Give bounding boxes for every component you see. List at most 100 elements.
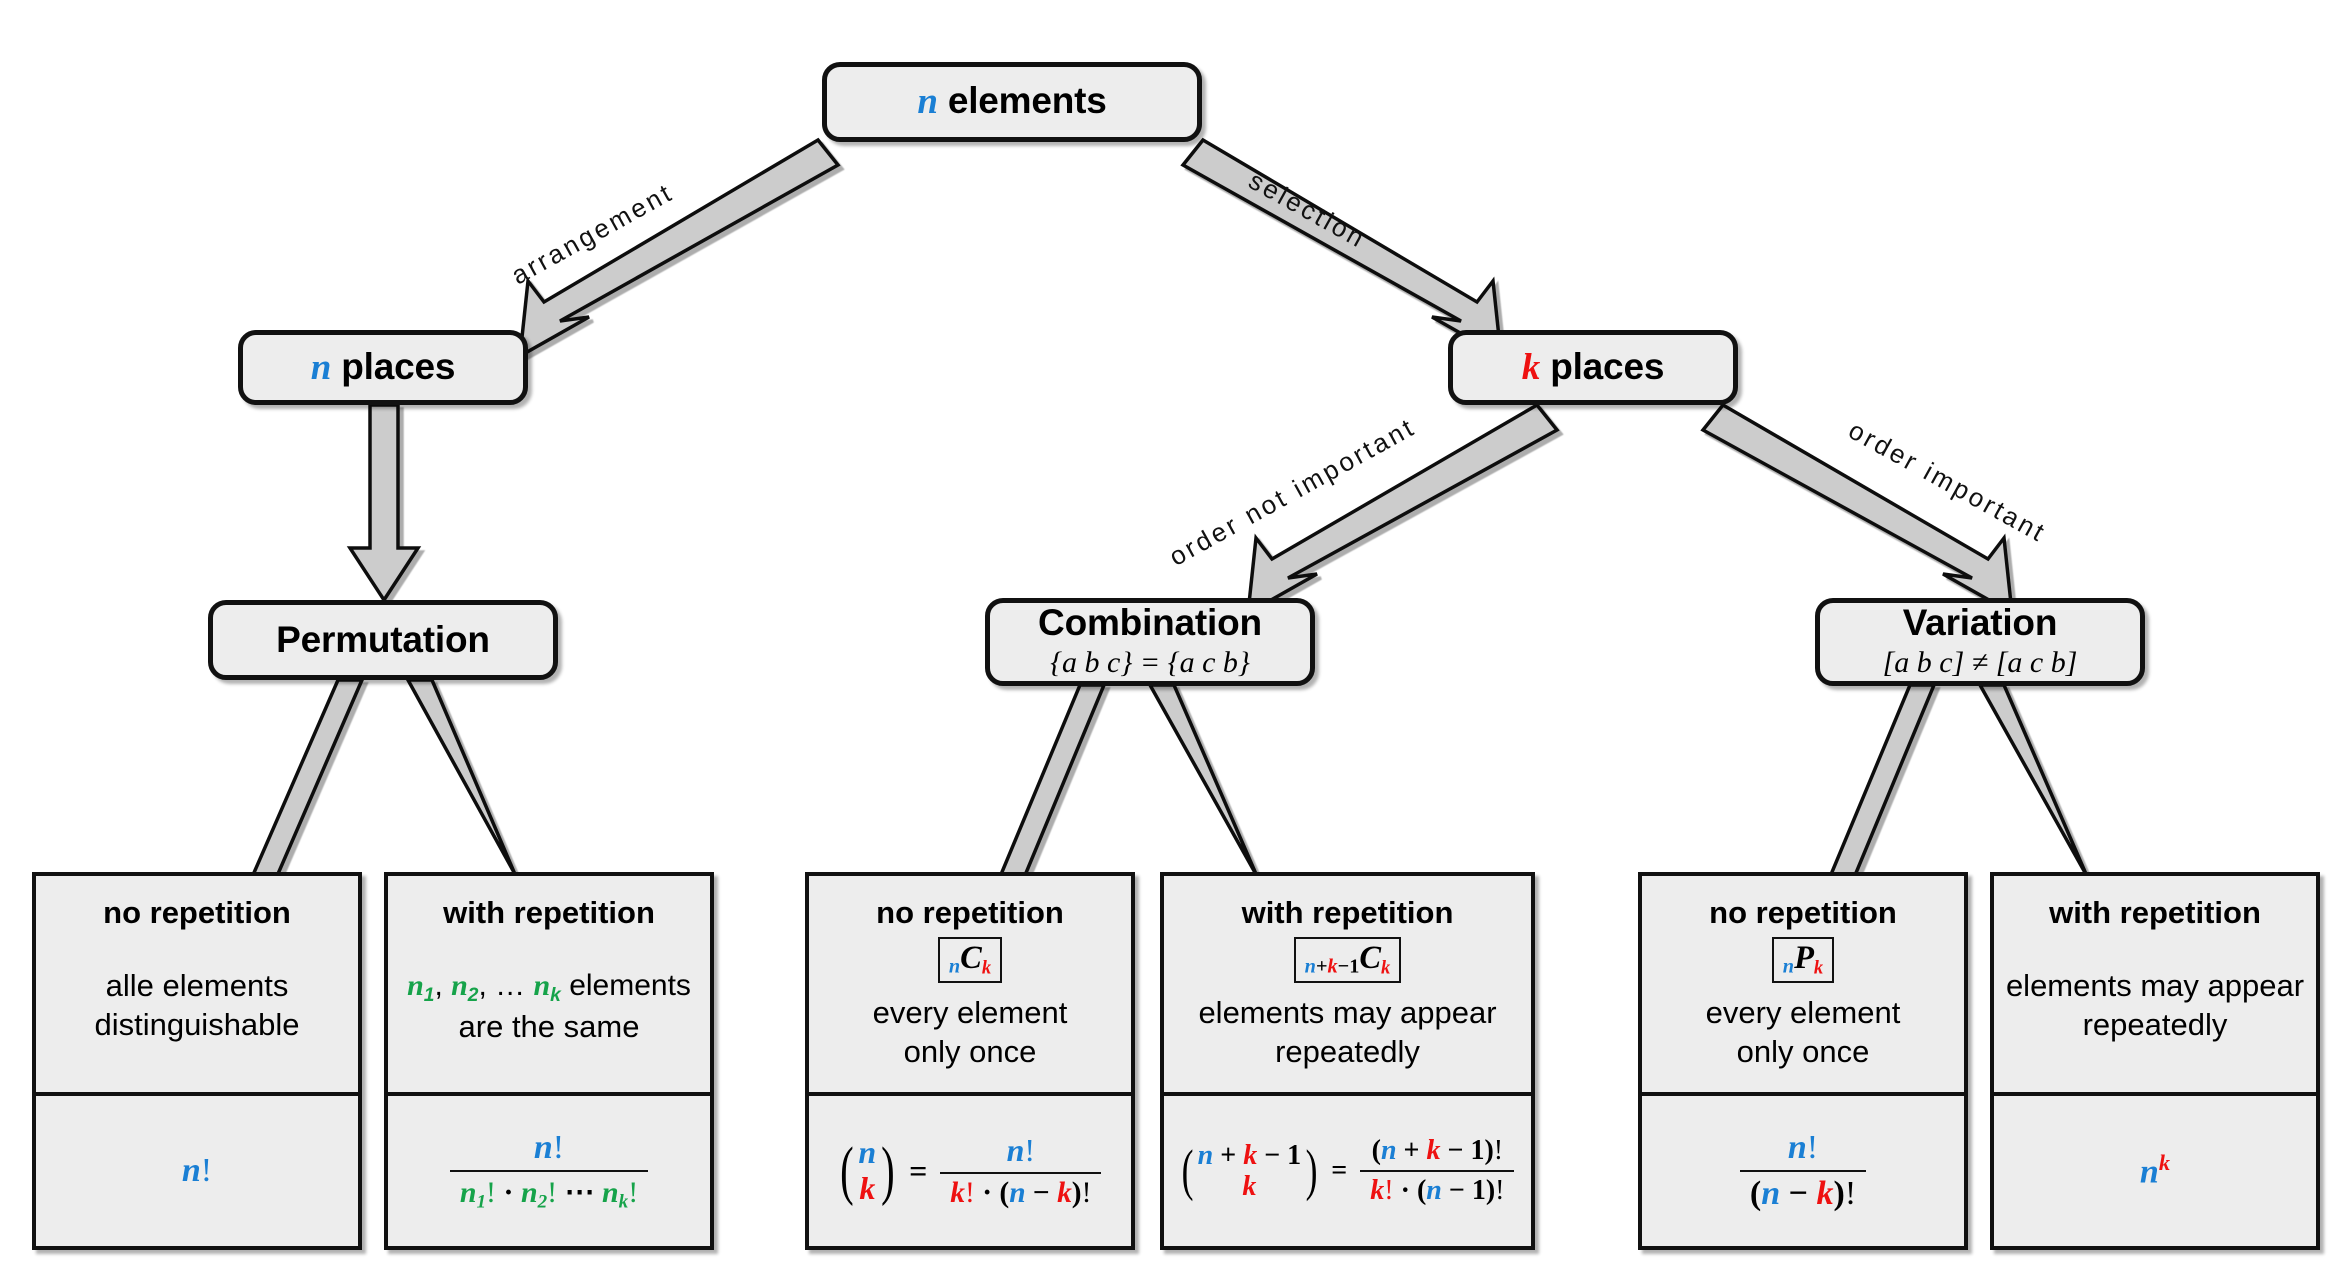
- leaf-top: no repetition alle elements distinguisha…: [36, 876, 358, 1096]
- math-elements-word: elements: [569, 968, 691, 1002]
- leaf-description: n1, n2, … nk elements are the same: [399, 930, 699, 1092]
- math-factorial: !: [1081, 1177, 1092, 1209]
- node-variation[interactable]: Variation [a b c] ≠ [a c b]: [1815, 598, 2145, 686]
- math-k: k: [1816, 1175, 1834, 1212]
- leaf-formula: ( n k ) = n! k! · (n − k)!: [809, 1096, 1131, 1246]
- math-n1: n: [407, 968, 424, 1002]
- edge-label-order-important: order important: [1843, 414, 2052, 549]
- math-n: n: [1197, 1139, 1214, 1171]
- math-minus: −: [1032, 1177, 1050, 1209]
- symbol-n: n: [310, 346, 332, 388]
- math-n: n: [948, 955, 961, 978]
- fraction-numerator: n!: [997, 1132, 1045, 1172]
- node-n-places-label: n places: [310, 346, 456, 388]
- node-n-elements-label: n elements: [917, 81, 1106, 122]
- node-permutation[interactable]: Permutation: [208, 600, 558, 680]
- k-places-text: places: [1550, 345, 1665, 387]
- math-n2: n: [520, 1175, 538, 1209]
- node-combination-note: {a b c} = {a c b}: [1050, 646, 1250, 680]
- binomial-coefficient: ( n k ): [836, 1134, 899, 1207]
- math-factorial: !: [552, 1128, 565, 1166]
- leaf-description: every element only once: [1698, 983, 1909, 1092]
- math-nk: n: [602, 1175, 619, 1209]
- node-combination[interactable]: Combination {a b c} = {a c b}: [985, 598, 1315, 686]
- left-paren: (: [1181, 1139, 1194, 1203]
- leaf-combination-with-repetition[interactable]: with repetition n+k−1Ck elements may app…: [1160, 872, 1535, 1250]
- leaf-top: with repetition n+k−1Ck elements may app…: [1164, 876, 1531, 1096]
- math-one: 1: [1287, 1139, 1302, 1171]
- math-n: n: [1009, 1177, 1026, 1209]
- math-sub-k: k: [618, 1191, 629, 1213]
- node-n-places[interactable]: n places: [238, 330, 528, 405]
- fraction-denominator: (n − k)!: [1739, 1170, 1867, 1213]
- edge-label-arrangement: arrangement: [506, 176, 679, 291]
- leaf-formula: nk: [1994, 1096, 2316, 1246]
- symbol-npr-box: nPk: [1771, 937, 1835, 983]
- node-permutation-label: Permutation: [276, 618, 490, 660]
- math-k: k: [1370, 1175, 1385, 1206]
- math-one: 1: [1471, 1175, 1486, 1206]
- leaf-description: elements may appear repeatedly: [1190, 983, 1504, 1092]
- leaf-permutation-with-repetition[interactable]: with repetition n1, n2, … nk elements ar…: [384, 872, 714, 1250]
- leaf-permutation-no-repetition[interactable]: no repetition alle elements distinguisha…: [32, 872, 362, 1250]
- symbol-k: k: [1521, 346, 1541, 388]
- leaf-description: alle elements distinguishable: [86, 930, 307, 1092]
- math-P: P: [1794, 940, 1814, 977]
- math-k: k: [859, 1170, 876, 1206]
- fraction-denominator: k! · (n − 1)!: [1360, 1170, 1515, 1207]
- leaf-combination-no-repetition[interactable]: no repetition nCk every element only onc…: [805, 872, 1135, 1250]
- math-n: n: [533, 1128, 553, 1166]
- leaf-head: with repetition: [443, 895, 655, 930]
- math-minus: −: [1337, 955, 1350, 978]
- math-n2: n: [451, 968, 468, 1002]
- leaf-formula: n!: [36, 1096, 358, 1246]
- left-paren: (: [839, 1134, 854, 1207]
- leaf-variation-with-repetition[interactable]: with repetition elements may appear repe…: [1990, 872, 2320, 1250]
- binomial-stack: n k: [857, 1134, 877, 1207]
- binomial-stack: n + k − 1 k: [1197, 1140, 1303, 1203]
- leaf-description: every element only once: [865, 983, 1076, 1092]
- leaf-desc-line1: elements may appear: [2005, 968, 2305, 1004]
- leaf-formula: n! (n − k)!: [1642, 1096, 1964, 1246]
- leaf-head: with repetition: [1241, 895, 1454, 930]
- math-plus: +: [1315, 955, 1328, 978]
- math-k: k: [1057, 1177, 1072, 1209]
- binomial-coefficient: ( n + k − 1 k ): [1178, 1140, 1322, 1203]
- leaf-variation-no-repetition[interactable]: no repetition nPk every element only onc…: [1638, 872, 1968, 1250]
- math-minus: −: [1788, 1175, 1808, 1212]
- math-n: n: [1787, 1129, 1807, 1166]
- leaf-formula: ( n + k − 1 k ) = (n + k − 1)! k! · (n −…: [1164, 1096, 1531, 1246]
- leaf-desc-line1: every element: [872, 994, 1068, 1030]
- node-k-places[interactable]: k places: [1448, 330, 1738, 405]
- fraction-numerator: n!: [524, 1129, 574, 1170]
- math-factorial: !: [547, 1175, 558, 1209]
- fraction: n! (n − k)!: [1739, 1129, 1867, 1213]
- math-minus: −: [1448, 1175, 1465, 1206]
- right-paren: ): [1305, 1139, 1318, 1203]
- math-n: n: [1782, 955, 1795, 978]
- node-variation-label: Variation: [1902, 601, 2058, 643]
- node-n-elements[interactable]: n elements: [822, 62, 1202, 142]
- math-sub-1: 1: [476, 1191, 487, 1213]
- leaf-formula: n! n1! · n2! ⋯ nk!: [388, 1096, 710, 1246]
- fraction: (n + k − 1)! k! · (n − 1)!: [1360, 1135, 1515, 1207]
- math-dot: ·: [503, 1175, 514, 1209]
- math-one: 1: [1470, 1135, 1485, 1166]
- fraction: n! n1! · n2! ⋯ nk!: [449, 1129, 649, 1214]
- math-factorial: !: [965, 1177, 975, 1209]
- math-plus: +: [1403, 1135, 1420, 1166]
- math-sub-k: k: [550, 984, 561, 1006]
- edge-label-selection: selection: [1243, 164, 1372, 255]
- edge-label-order-not-important: order not important: [1163, 411, 1421, 572]
- math-k: k: [2158, 1150, 2171, 1176]
- leaf-description: elements may appear repeatedly: [1998, 930, 2312, 1092]
- math-C: C: [960, 940, 982, 977]
- symbol-ncr-repeat-box: n+k−1Ck: [1293, 937, 1402, 983]
- leaf-head: no repetition: [1709, 895, 1897, 930]
- math-n: n: [1006, 1132, 1025, 1168]
- math-k: k: [1813, 957, 1824, 979]
- math-sub-2: 2: [467, 984, 479, 1006]
- leaf-top: no repetition nPk every element only onc…: [1642, 876, 1964, 1096]
- leaf-desc-line2: repeatedly: [1275, 1033, 1420, 1069]
